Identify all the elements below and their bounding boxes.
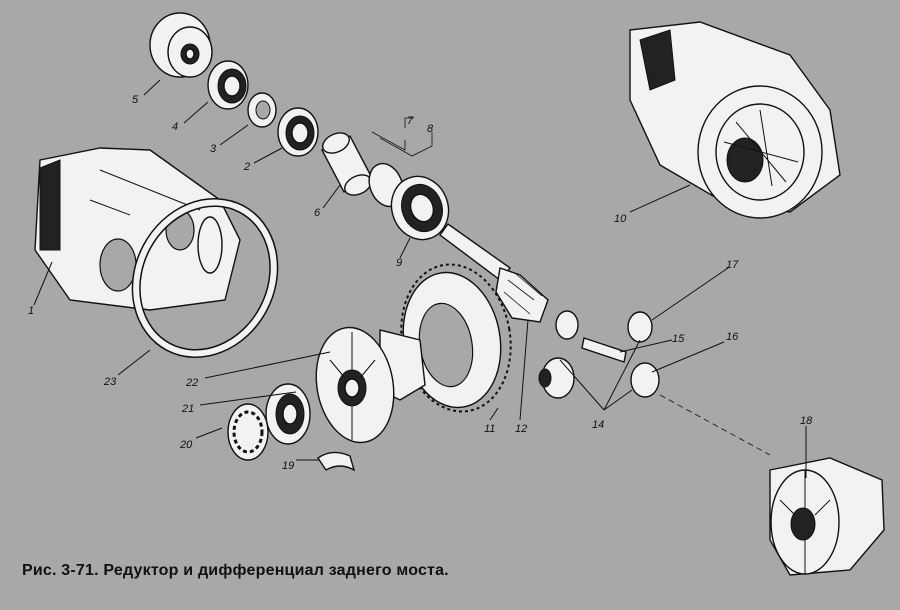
label-14: 14 [592, 419, 604, 431]
label-22: 22 [185, 377, 198, 389]
label-11: 11 [484, 423, 495, 435]
label-10: 10 [614, 213, 627, 225]
part-14-satellites [538, 310, 660, 399]
label-20: 20 [179, 439, 193, 451]
part-2-bearing [277, 107, 319, 157]
label-7: 7 [407, 115, 414, 127]
part-11-ring-gear [400, 263, 512, 413]
part-12-drive-pinion [439, 223, 549, 323]
label-21: 21 [181, 403, 194, 415]
label-2: 2 [243, 161, 250, 173]
part-21-bearing [265, 383, 311, 445]
part-22-differential-case [315, 326, 426, 444]
label-3: 3 [210, 143, 217, 155]
part-3-washer [247, 92, 277, 128]
label-5: 5 [132, 94, 139, 106]
figure-caption: Рис. 3-71. Редуктор и дифференциал задне… [22, 562, 449, 579]
part-23-gasket [131, 197, 279, 359]
part-6-spacer [321, 132, 373, 196]
part-5-flange [149, 12, 213, 78]
part-1-housing [34, 147, 241, 311]
label-19: 19 [282, 460, 294, 472]
part-9-bearing [390, 175, 450, 241]
label-8: 8 [427, 123, 434, 135]
label-17: 17 [726, 259, 739, 271]
label-15: 15 [672, 333, 685, 345]
leader-lines [33, 79, 807, 478]
part-20-adjusting-nut [227, 403, 269, 461]
label-1: 1 [28, 305, 34, 317]
part-10-assembled-housing [629, 21, 841, 219]
label-4: 4 [172, 121, 178, 133]
label-18: 18 [800, 415, 813, 427]
part-18-differential-case [769, 457, 885, 576]
label-16: 16 [726, 331, 739, 343]
part-4-bearing [207, 60, 249, 110]
label-9: 9 [396, 257, 402, 269]
label-12: 12 [515, 423, 527, 435]
part-19-lock-plate [317, 451, 356, 472]
label-6: 6 [314, 207, 321, 219]
part-15-axle [581, 337, 627, 363]
label-23: 23 [103, 376, 117, 388]
